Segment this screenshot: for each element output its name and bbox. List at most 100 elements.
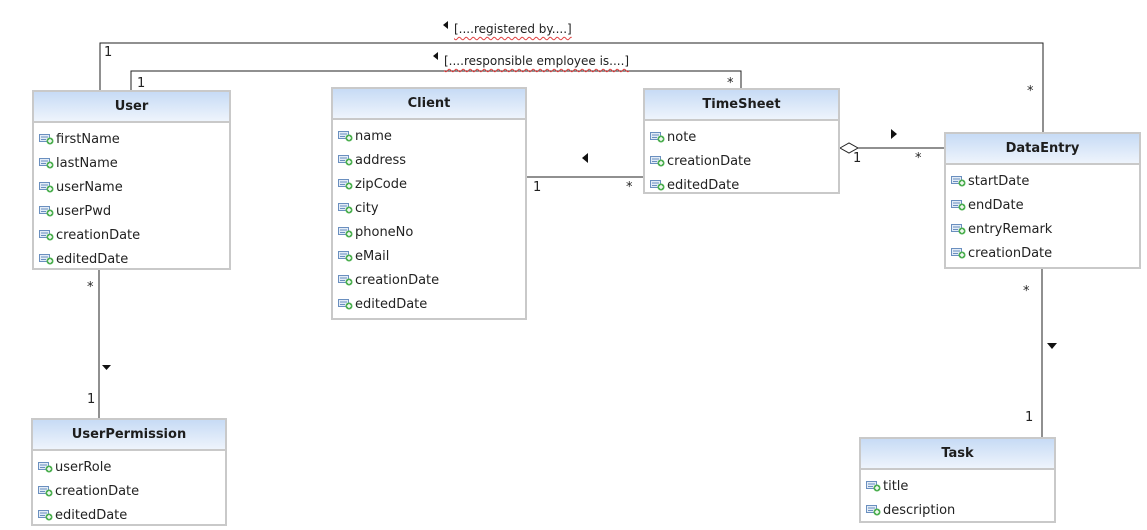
attribute-row: endDate: [946, 193, 1139, 217]
attribute-icon: [38, 510, 53, 521]
attribute-icon: [951, 224, 966, 235]
class-name: UserPermission: [33, 420, 225, 451]
mult-responsible-user: 1: [137, 76, 146, 91]
attribute-name: creationDate: [355, 272, 440, 288]
attribute-icon: [38, 462, 53, 473]
attribute-row: entryRemark: [946, 217, 1139, 241]
attribute-name: lastName: [56, 155, 118, 171]
mult-user-permission-user: *: [87, 280, 94, 295]
attribute-row: creationDate: [333, 268, 525, 292]
attribute-name: endDate: [968, 197, 1024, 213]
attribute-row: eMail: [333, 244, 525, 268]
attribute-name: note: [667, 129, 697, 145]
attribute-name: editedDate: [56, 251, 129, 267]
class-name: User: [34, 92, 229, 123]
attribute-name: firstName: [56, 131, 120, 147]
attribute-row: creationDate: [34, 223, 229, 247]
attribute-icon: [866, 505, 881, 516]
attribute-row: userRole: [33, 455, 225, 479]
attribute-row: description: [861, 498, 1054, 522]
mult-dataentry-task-task: 1: [1025, 410, 1034, 425]
attribute-icon: [951, 200, 966, 211]
attribute-name: zipCode: [355, 176, 407, 192]
attribute-row: editedDate: [645, 173, 838, 197]
mult-dataentry-aggregate: *: [915, 151, 922, 166]
mult-registered-dataentry: *: [1027, 84, 1034, 99]
attribute-name: creationDate: [55, 483, 140, 499]
mult-timesheet-client-side: *: [626, 180, 633, 195]
class-task[interactable]: Task title description: [859, 437, 1056, 523]
mult-client-side: 1: [533, 180, 542, 195]
attribute-name: startDate: [968, 173, 1030, 189]
class-name: TimeSheet: [645, 90, 838, 121]
attribute-icon: [39, 206, 54, 217]
class-name: DataEntry: [946, 134, 1139, 165]
attribute-row: lastName: [34, 151, 229, 175]
class-name: Task: [861, 439, 1054, 470]
attribute-icon: [39, 158, 54, 169]
attribute-name: entryRemark: [968, 221, 1053, 237]
attribute-row: editedDate: [33, 503, 225, 527]
attribute-name: name: [355, 128, 392, 144]
attribute-row: userPwd: [34, 199, 229, 223]
direction-arrow-dataentry-task: [1047, 343, 1057, 349]
mult-timesheet-aggregate: 1: [853, 151, 862, 166]
mult-registered-user: 1: [104, 45, 113, 60]
direction-arrow-timesheet-dataentry: [891, 129, 897, 139]
attribute-row: userName: [34, 175, 229, 199]
attribute-icon: [866, 481, 881, 492]
attribute-name: creationDate: [667, 153, 752, 169]
responsible-employee-label: [....responsible employee is....]: [444, 54, 630, 68]
attribute-icon: [951, 176, 966, 187]
attribute-icon: [650, 132, 665, 143]
attribute-icon: [39, 254, 54, 265]
attribute-name: editedDate: [355, 296, 428, 312]
attribute-icon: [338, 275, 353, 286]
direction-arrow-user-permission: [102, 365, 111, 370]
attribute-row: firstName: [34, 127, 229, 151]
attribute-row: creationDate: [33, 479, 225, 503]
direction-arrow-responsible: [433, 52, 438, 60]
attribute-icon: [338, 251, 353, 262]
mult-responsible-timesheet: *: [727, 76, 734, 91]
attribute-name: creationDate: [968, 245, 1053, 261]
attribute-icon: [38, 486, 53, 497]
class-userpermission[interactable]: UserPermission userRole creationDate edite…: [31, 418, 227, 526]
mult-dataentry-task-entry: *: [1023, 284, 1030, 299]
attribute-name: userRole: [55, 459, 112, 475]
attribute-icon: [338, 131, 353, 142]
attribute-row: note: [645, 125, 838, 149]
attribute-row: city: [333, 196, 525, 220]
attribute-icon: [39, 134, 54, 145]
attribute-row: title: [861, 474, 1054, 498]
attribute-icon: [338, 203, 353, 214]
attribute-icon: [650, 156, 665, 167]
attribute-row: editedDate: [34, 247, 229, 271]
class-name: Client: [333, 89, 525, 120]
attribute-icon: [951, 248, 966, 259]
attribute-row: creationDate: [645, 149, 838, 173]
attribute-icon: [39, 230, 54, 241]
attribute-row: creationDate: [946, 241, 1139, 265]
attribute-row: startDate: [946, 169, 1139, 193]
attribute-icon: [338, 155, 353, 166]
attribute-icon: [39, 182, 54, 193]
attribute-name: editedDate: [55, 507, 128, 523]
attribute-name: description: [883, 502, 956, 518]
attribute-icon: [338, 299, 353, 310]
attribute-name: title: [883, 478, 909, 494]
attribute-row: address: [333, 148, 525, 172]
class-timesheet[interactable]: TimeSheet note creationDate editedDate: [643, 88, 840, 194]
attribute-icon: [338, 179, 353, 190]
class-dataentry[interactable]: DataEntry startDate endDate entryRemark cre…: [944, 132, 1141, 269]
attribute-row: name: [333, 124, 525, 148]
attribute-row: zipCode: [333, 172, 525, 196]
attribute-icon: [650, 180, 665, 191]
attribute-name: eMail: [355, 248, 390, 264]
attribute-icon: [338, 227, 353, 238]
direction-arrow-registered: [443, 21, 448, 29]
attribute-row: editedDate: [333, 292, 525, 316]
attribute-name: address: [355, 152, 407, 168]
